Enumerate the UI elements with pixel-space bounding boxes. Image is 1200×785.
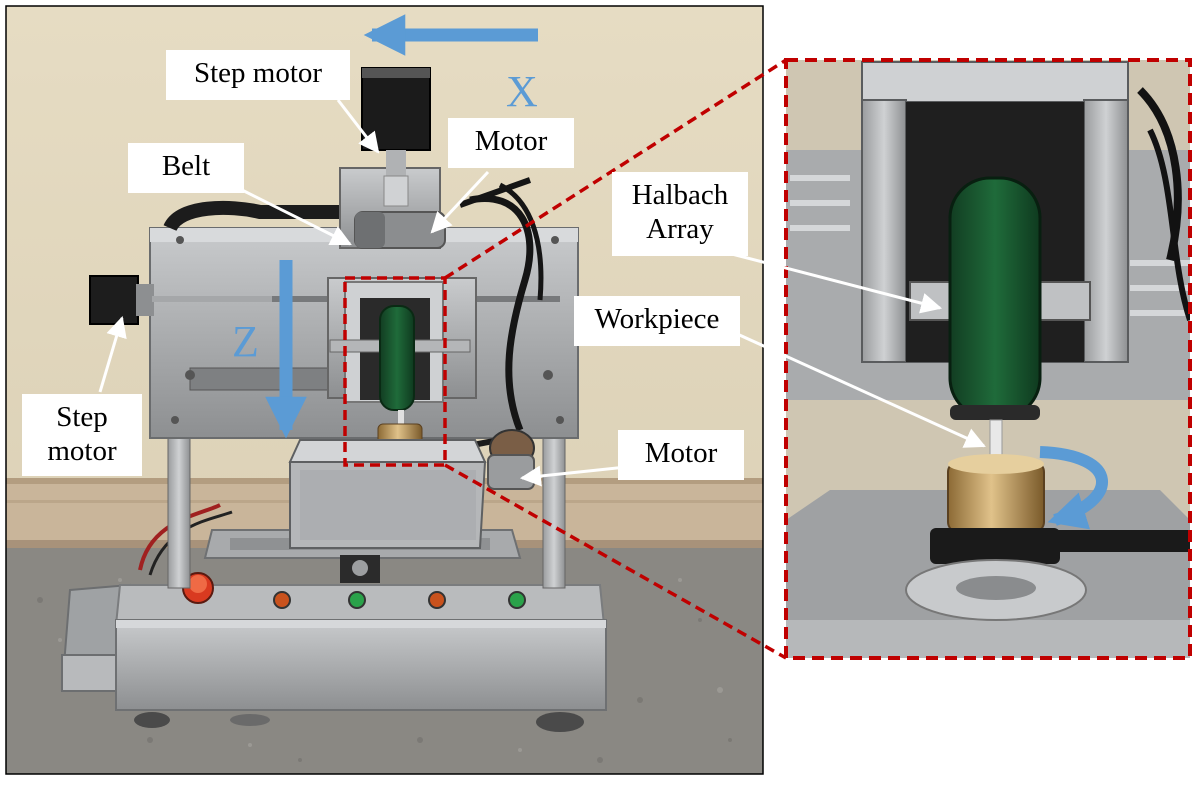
label-halbach-array: Halbach Array (612, 172, 748, 256)
label-workpiece: Workpiece (574, 296, 740, 346)
zoom-connector-top (444, 58, 787, 280)
rotation-arrow (1039, 446, 1108, 530)
label-step-motor-left: Step motor (22, 394, 142, 476)
zoom-region-box (343, 276, 447, 467)
zoom-connector-bottom (444, 463, 787, 660)
axis-label-x: X (506, 67, 538, 116)
zoom-frame (784, 58, 1192, 660)
leader-lines (98, 99, 986, 487)
label-motor-right: Motor (618, 430, 744, 480)
machine-photo (6, 6, 763, 774)
label-step-motor-top: Step motor (166, 50, 350, 100)
zoom-photo (786, 60, 1190, 658)
label-motor-top: Motor (448, 118, 574, 168)
axis-label-z: Z (232, 317, 259, 366)
label-belt: Belt (128, 143, 244, 193)
